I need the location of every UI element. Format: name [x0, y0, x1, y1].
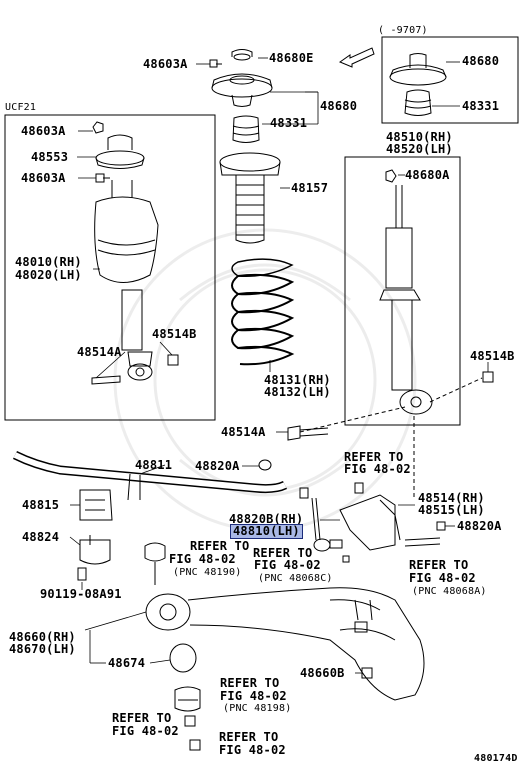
- refer-to-ref-3-pnc: (PNC 48068C): [258, 573, 333, 584]
- nut-48514B-right: [482, 371, 494, 383]
- part-label-48680E[interactable]: 48680E: [269, 51, 314, 65]
- refer-to-ref-6[interactable]: REFER TO: [112, 711, 172, 725]
- refer-to-ref-7-fig[interactable]: FIG 48-02: [219, 743, 286, 757]
- part-label-48603A[interactable]: 48603A: [143, 57, 188, 71]
- part-label-48132[interactable]: 48132(LH): [264, 385, 331, 399]
- part-label-48514B-left[interactable]: 48514B: [152, 327, 197, 341]
- part-label-48515[interactable]: 48515(LH): [418, 503, 485, 517]
- part-label-48020[interactable]: 48020(LH): [15, 268, 82, 282]
- refer-to-ref-3[interactable]: REFER TO: [253, 546, 313, 560]
- dust-boot-drawing: [219, 152, 281, 244]
- part-label-48824[interactable]: 48824: [22, 530, 60, 544]
- refer-to-ref-4-fig[interactable]: FIG 48-02: [409, 571, 476, 585]
- refer-to-ref-5-fig[interactable]: FIG 48-02: [220, 689, 287, 703]
- refer-to-ref-2[interactable]: REFER TO: [190, 539, 250, 553]
- part-label-48660[interactable]: 48660(RH): [9, 630, 76, 644]
- refer-to-ref-7[interactable]: REFER TO: [219, 730, 279, 744]
- refer-to-ref-2-fig[interactable]: FIG 48-02: [169, 552, 236, 566]
- shock-absorber-drawing: [379, 169, 433, 415]
- shock-absorber-box: [344, 156, 461, 426]
- part-label-48820A-right[interactable]: 48820A: [457, 519, 502, 533]
- left-variant-box: [4, 114, 216, 421]
- diagram-id: 480174D: [474, 753, 518, 764]
- refer-to-ref-4-pnc: (PNC 48068A): [412, 586, 487, 597]
- right-variant-box: [381, 36, 519, 124]
- refer-to-ref-4[interactable]: REFER TO: [409, 558, 469, 572]
- part-label-48157[interactable]: 48157: [291, 181, 329, 195]
- part-label-48674[interactable]: 48674: [108, 656, 146, 670]
- right-box-parts: [389, 53, 447, 116]
- part-label-90119-08A91[interactable]: 90119-08A91: [40, 587, 122, 601]
- part-label-48520[interactable]: 48520(LH): [386, 142, 453, 156]
- part-label-48680-box[interactable]: 48680: [462, 54, 500, 68]
- leader-lines: [69, 57, 489, 674]
- bumper-drawing: [232, 115, 260, 143]
- part-label-48820A-top[interactable]: 48820A: [195, 459, 240, 473]
- part-label-48010[interactable]: 48010(RH): [15, 255, 82, 269]
- part-label-48514A-left[interactable]: 48514A: [77, 345, 122, 359]
- part-label-48514[interactable]: 48514(RH): [418, 491, 485, 505]
- left-box-caption: UCF21: [5, 102, 37, 113]
- part-label-48603A-left[interactable]: 48603A: [21, 124, 66, 138]
- part-label-48331[interactable]: 48331: [270, 116, 308, 130]
- part-label-48680A[interactable]: 48680A: [405, 168, 450, 182]
- part-label-48553[interactable]: 48553: [31, 150, 69, 164]
- refer-to-ref-6-fig[interactable]: FIG 48-02: [112, 724, 179, 738]
- part-label-48131[interactable]: 48131(RH): [264, 373, 331, 387]
- part-label-48510[interactable]: 48510(RH): [386, 130, 453, 144]
- lower-arm-drawing: [145, 587, 425, 751]
- part-label-48514A[interactable]: 48514A: [221, 425, 266, 439]
- refer-to-ref-5-pnc: (PNC 48198): [223, 703, 292, 714]
- stabilizer-bar-drawing: [12, 450, 288, 585]
- refer-to-ref-5[interactable]: REFER TO: [220, 676, 280, 690]
- top-support-drawing: [209, 49, 273, 107]
- part-label-48820B[interactable]: 48820B(RH): [229, 512, 304, 526]
- refer-to-ref-3-fig[interactable]: FIG 48-02: [254, 558, 321, 572]
- left-box-parts: [91, 121, 179, 385]
- part-label-48331-box[interactable]: 48331: [462, 99, 500, 113]
- part-label-48514B-right[interactable]: 48514B: [470, 349, 515, 363]
- right-box-caption: ( -9707): [378, 25, 428, 36]
- coil-spring-drawing: [231, 258, 295, 366]
- refer-to-ref-1-fig[interactable]: FIG 48-02: [344, 462, 411, 476]
- refer-to-ref-1[interactable]: REFER TO: [344, 450, 404, 464]
- direction-arrow: [338, 47, 375, 68]
- part-label-48660B[interactable]: 48660B: [300, 666, 345, 680]
- part-label-48603A-left-2[interactable]: 48603A: [21, 171, 66, 185]
- part-label-48815[interactable]: 48815: [22, 498, 60, 512]
- bolt-48514A: [287, 425, 329, 441]
- part-label-48810-highlighted[interactable]: 48810(LH): [230, 524, 303, 539]
- part-label-48680[interactable]: 48680: [320, 99, 358, 113]
- refer-to-ref-2-pnc: (PNC 48190): [173, 567, 242, 578]
- part-label-48670[interactable]: 48670(LH): [9, 642, 76, 656]
- part-label-48811[interactable]: 48811: [135, 458, 173, 472]
